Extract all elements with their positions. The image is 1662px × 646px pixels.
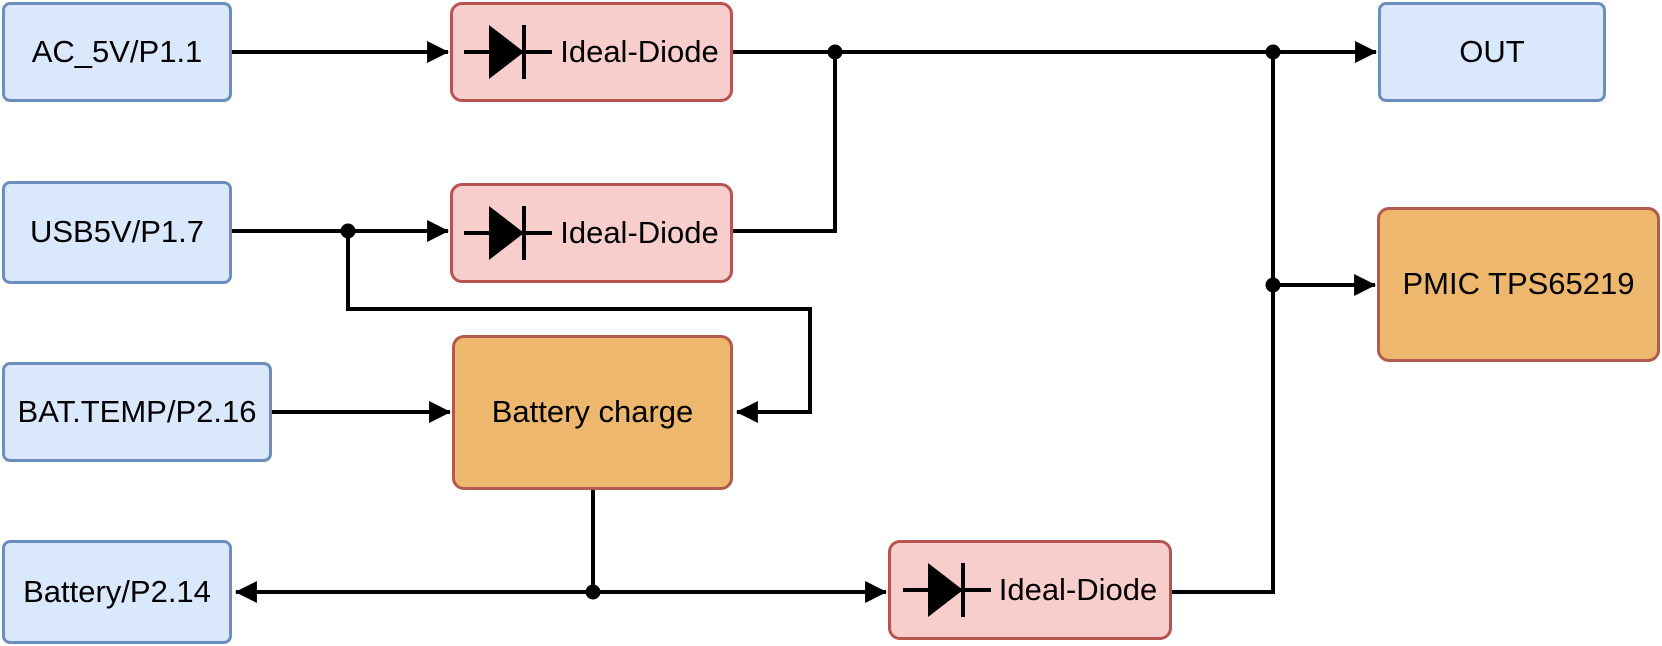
- junction-dot: [340, 223, 356, 239]
- pmic-block[interactable]: PMIC TPS65219: [1377, 207, 1660, 362]
- out-label: OUT: [1459, 33, 1525, 69]
- port-ac-5v[interactable]: AC_5V/P1.1: [2, 2, 232, 102]
- junction-dot: [1265, 277, 1281, 293]
- port-bat-temp-label: BAT.TEMP/P2.16: [17, 393, 257, 429]
- diode-icon: [464, 25, 553, 79]
- wire-diode3-to-outrail: [1172, 52, 1275, 594]
- wire-diode2-to-outrail: [733, 52, 837, 233]
- ideal-diode-middle[interactable]: Ideal-Diode: [450, 183, 733, 283]
- ideal-diode-label: Ideal-Diode: [560, 33, 719, 69]
- junction-dot: [827, 44, 843, 60]
- port-usb-5v-label: USB5V/P1.7: [29, 214, 205, 250]
- ideal-diode-bottom[interactable]: Ideal-Diode: [888, 540, 1172, 640]
- junction-dot: [1265, 44, 1281, 60]
- wire-usb5v-to-charge: [346, 231, 812, 423]
- out-port[interactable]: OUT: [1378, 2, 1606, 102]
- ideal-diode-top[interactable]: Ideal-Diode: [450, 2, 733, 102]
- ideal-diode-label: Ideal-Diode: [560, 214, 719, 250]
- diode-icon: [464, 206, 553, 260]
- ideal-diode-label: Ideal-Diode: [998, 571, 1158, 607]
- port-battery[interactable]: Battery/P2.14: [2, 540, 232, 644]
- pmic-label: PMIC TPS65219: [1402, 266, 1635, 302]
- port-bat-temp[interactable]: BAT.TEMP/P2.16: [2, 362, 272, 462]
- port-battery-label: Battery/P2.14: [23, 573, 211, 609]
- port-usb-5v[interactable]: USB5V/P1.7: [2, 181, 232, 284]
- battery-charge-block[interactable]: Battery charge: [452, 335, 733, 490]
- junction-dot: [585, 584, 601, 600]
- battery-charge-label: Battery charge: [491, 394, 694, 430]
- diode-icon: [902, 563, 991, 617]
- port-ac-5v-label: AC_5V/P1.1: [31, 33, 203, 69]
